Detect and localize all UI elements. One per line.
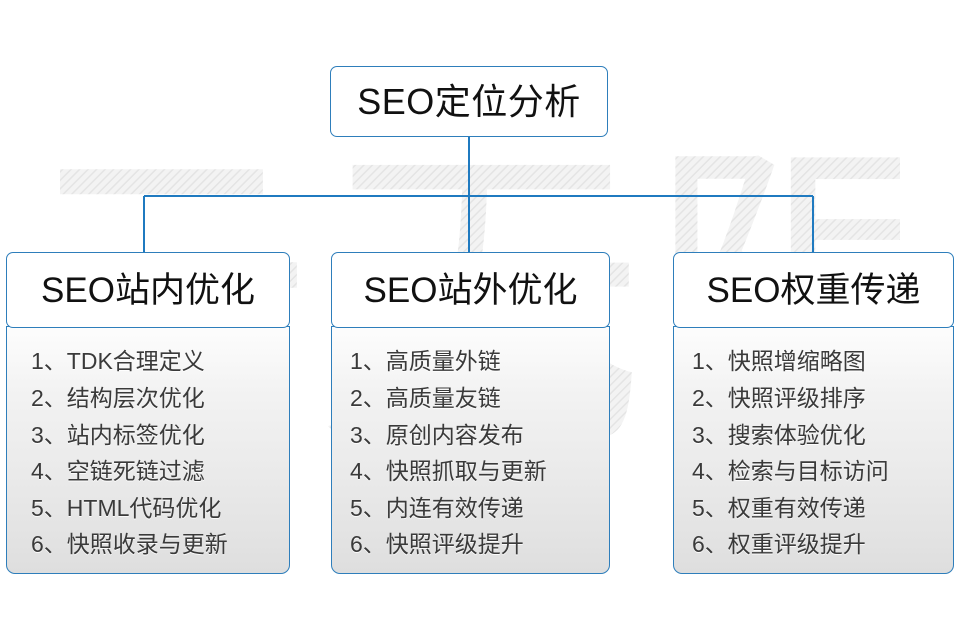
list-item-label: 快照评级提升 [385, 531, 524, 558]
column-header-label: SEO站内优化 [41, 270, 255, 310]
list-item-label: 检索与目标访问 [727, 458, 889, 485]
list-item[interactable]: 4、快照抓取与更新 [350, 453, 609, 490]
list-item-number: 3、 [692, 421, 728, 448]
list-item-number: 1、 [350, 348, 386, 375]
list-item[interactable]: 4、检索与目标访问 [692, 453, 953, 490]
list-item[interactable]: 5、HTML代码优化 [31, 490, 289, 527]
list-item-label: 权重评级提升 [727, 531, 866, 558]
list-item-number: 3、 [31, 421, 67, 448]
column-body-seo-offsite: 1、高质量外链 2、高质量友链 3、原创内容发布 4、快照抓取与更新 5、内连有… [331, 326, 610, 575]
list-item-label: 快照增缩略图 [727, 348, 866, 375]
list-item-label: HTML代码优化 [66, 494, 222, 521]
list-item-label: 空链死链过滤 [66, 458, 205, 485]
list-item[interactable]: 3、站内标签优化 [31, 417, 289, 454]
list-seo-onsite: 1、TDK合理定义 2、结构层次优化 3、站内标签优化 4、空链死链过滤 5、H… [7, 343, 289, 562]
column-body-seo-weight: 1、快照增缩略图 2、快照评级排序 3、搜索体验优化 4、检索与目标访问 5、权… [673, 326, 954, 575]
list-item[interactable]: 5、权重有效传递 [692, 490, 953, 527]
list-seo-weight: 1、快照增缩略图 2、快照评级排序 3、搜索体验优化 4、检索与目标访问 5、权… [674, 343, 953, 562]
list-item[interactable]: 4、空链死链过滤 [31, 453, 289, 490]
list-seo-offsite: 1、高质量外链 2、高质量友链 3、原创内容发布 4、快照抓取与更新 5、内连有… [332, 343, 609, 562]
column-header-seo-weight[interactable]: SEO权重传递 [673, 252, 954, 328]
list-item[interactable]: 1、快照增缩略图 [692, 343, 953, 380]
list-item-number: 1、 [31, 348, 67, 375]
column-seo-onsite: SEO站内优化 1、TDK合理定义 2、结构层次优化 3、站内标签优化 4、空链… [6, 252, 290, 575]
column-header-label: SEO权重传递 [706, 270, 921, 310]
column-header-seo-onsite[interactable]: SEO站内优化 [6, 252, 290, 328]
list-item-label: 结构层次优化 [66, 384, 205, 411]
list-item-number: 5、 [350, 494, 386, 521]
list-item-number: 2、 [692, 384, 728, 411]
list-item-number: 6、 [350, 531, 386, 558]
list-item-label: 原创内容发布 [385, 421, 524, 448]
column-seo-weight: SEO权重传递 1、快照增缩略图 2、快照评级排序 3、搜索体验优化 4、检索与… [673, 252, 954, 575]
list-item-label: 站内标签优化 [66, 421, 205, 448]
list-item-number: 6、 [692, 531, 728, 558]
root-node-label: SEO定位分析 [357, 80, 581, 122]
list-item[interactable]: 3、原创内容发布 [350, 417, 609, 454]
column-body-seo-onsite: 1、TDK合理定义 2、结构层次优化 3、站内标签优化 4、空链死链过滤 5、H… [6, 326, 290, 575]
list-item-label: 快照收录与更新 [66, 531, 228, 558]
list-item[interactable]: 2、高质量友链 [350, 380, 609, 417]
list-item[interactable]: 2、结构层次优化 [31, 380, 289, 417]
list-item[interactable]: 5、内连有效传递 [350, 490, 609, 527]
list-item[interactable]: 2、快照评级排序 [692, 380, 953, 417]
list-item[interactable]: 1、TDK合理定义 [31, 343, 289, 380]
list-item-number: 3、 [350, 421, 386, 448]
list-item-number: 6、 [31, 531, 67, 558]
column-seo-offsite: SEO站外优化 1、高质量外链 2、高质量友链 3、原创内容发布 4、快照抓取与… [331, 252, 610, 575]
list-item-number: 2、 [350, 384, 386, 411]
list-item-number: 4、 [350, 458, 386, 485]
list-item[interactable]: 1、高质量外链 [350, 343, 609, 380]
list-item-label: 搜索体验优化 [727, 421, 866, 448]
list-item-number: 4、 [31, 458, 67, 485]
list-item-label: 权重有效传递 [727, 494, 866, 521]
list-item-number: 4、 [692, 458, 728, 485]
list-item[interactable]: 6、快照收录与更新 [31, 526, 289, 563]
root-node[interactable]: SEO定位分析 [330, 66, 608, 137]
column-header-seo-offsite[interactable]: SEO站外优化 [331, 252, 610, 328]
list-item-label: 快照评级排序 [727, 384, 866, 411]
list-item-label: 高质量友链 [385, 384, 501, 411]
list-item-number: 1、 [692, 348, 728, 375]
list-item[interactable]: 6、快照评级提升 [350, 526, 609, 563]
list-item[interactable]: 3、搜索体验优化 [692, 417, 953, 454]
list-item[interactable]: 6、权重评级提升 [692, 526, 953, 563]
list-item-number: 5、 [692, 494, 728, 521]
column-header-label: SEO站外优化 [363, 270, 578, 310]
list-item-label: 快照抓取与更新 [385, 458, 547, 485]
list-item-label: 内连有效传递 [385, 494, 524, 521]
list-item-number: 2、 [31, 384, 67, 411]
list-item-number: 5、 [31, 494, 67, 521]
list-item-label: TDK合理定义 [66, 348, 205, 375]
list-item-label: 高质量外链 [385, 348, 501, 375]
